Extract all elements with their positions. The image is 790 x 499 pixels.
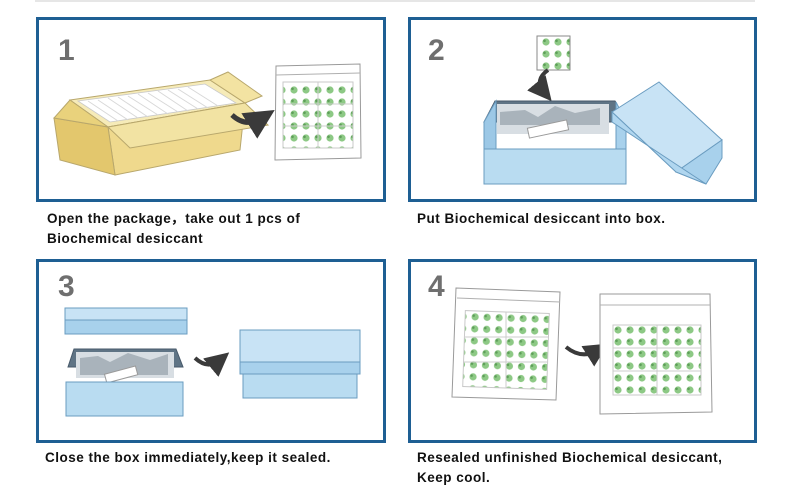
step-2-caption-line1: Put Biochemical desiccant into box. xyxy=(417,211,666,226)
blue-box-icon xyxy=(483,99,628,185)
step-4-number: 4 xyxy=(428,270,445,303)
box-lid-icon xyxy=(64,307,188,335)
step-4-caption-line2: Keep cool. xyxy=(417,470,491,485)
box-lid-icon xyxy=(611,81,723,185)
step-4-caption: Resealed unfinished Biochemical desiccan… xyxy=(417,448,722,488)
arrow-icon xyxy=(564,343,609,367)
cardboard-box-icon xyxy=(53,71,270,176)
desiccant-packet-icon xyxy=(536,35,571,71)
step-1-caption: Open the package，take out 1 pcs of Bioch… xyxy=(47,209,300,249)
step-2-caption: Put Biochemical desiccant into box. xyxy=(417,209,666,229)
arrow-icon xyxy=(230,110,275,139)
blue-box-icon xyxy=(239,329,361,399)
step-3-caption: Close the box immediately,keep it sealed… xyxy=(45,448,331,468)
arrow-icon xyxy=(527,68,552,102)
desiccant-pouch-icon xyxy=(274,63,362,161)
step-1-caption-line1: Open the package，take out 1 pcs of xyxy=(47,211,301,226)
blue-box-icon xyxy=(65,348,184,417)
desiccant-pouch-icon xyxy=(451,287,561,401)
step-3-caption-line1: Close the box immediately,keep it sealed… xyxy=(45,450,331,465)
step-2-number: 2 xyxy=(428,34,445,67)
arrow-icon xyxy=(193,352,230,377)
step-1-caption-line2: Biochemical desiccant xyxy=(47,231,204,246)
step-4-caption-line1: Resealed unfinished Biochemical desiccan… xyxy=(417,450,723,465)
step-3-number: 3 xyxy=(58,270,75,303)
resealed-pouch-icon xyxy=(599,293,713,415)
step-1-number: 1 xyxy=(58,34,75,67)
top-divider xyxy=(35,0,755,2)
